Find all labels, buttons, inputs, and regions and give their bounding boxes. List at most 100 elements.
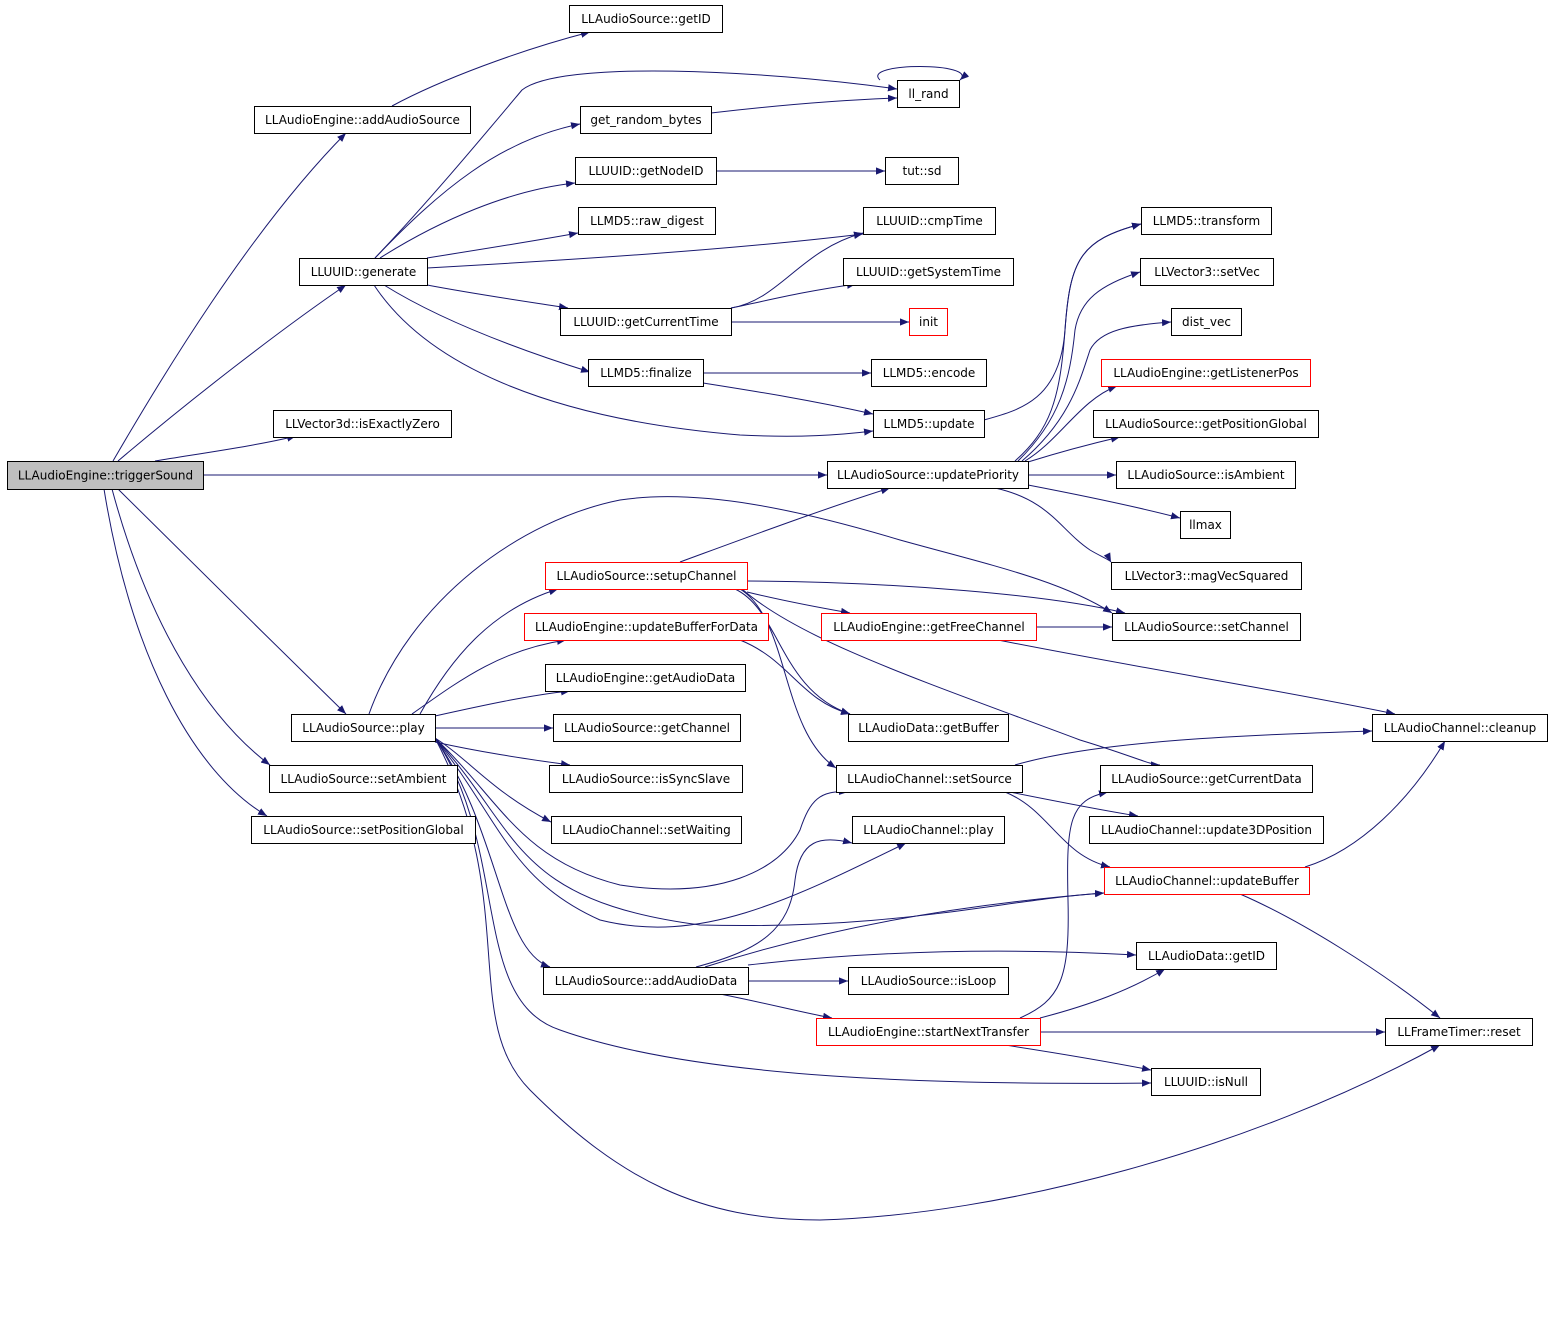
node-getFreeChannel[interactable]: LLAudioEngine::getFreeChannel [821,613,1037,641]
node-label: LLMD5::transform [1153,214,1261,228]
node-getChannel[interactable]: LLAudioSource::getChannel [553,714,741,742]
node-updatePriority[interactable]: LLAudioSource::updatePriority [827,461,1029,489]
node-box [299,258,428,286]
edge-src_play-to-updateBuffer [434,737,1105,927]
edge-finalize-to-md5_update [702,382,874,416]
node-label: LLAudioSource::play [302,721,424,735]
node-box [1111,562,1302,590]
node-transform[interactable]: LLMD5::transform [1141,207,1272,235]
node-md5_update[interactable]: LLMD5::update [873,410,985,438]
node-box [1385,1018,1533,1046]
node-isNull[interactable]: LLUUID::isNull [1151,1068,1261,1096]
node-box [1141,207,1272,235]
edge-updateBuffer-to-frame_reset [1239,893,1441,1019]
node-generate[interactable]: LLUUID::generate [299,258,428,286]
edge-setupChannel-to-getFreeChannel [746,591,851,615]
node-getCurrentData[interactable]: LLAudioSource::getCurrentData [1100,765,1313,793]
node-getNodeID[interactable]: LLUUID::getNodeID [575,157,717,185]
node-label: LLAudioData::getBuffer [858,721,999,735]
node-getAudioData[interactable]: LLAudioEngine::getAudioData [545,664,746,692]
node-setAmbient[interactable]: LLAudioSource::setAmbient [269,765,458,793]
node-triggerSound[interactable]: LLAudioEngine::triggerSound [7,461,204,490]
node-setupChannel[interactable]: LLAudioSource::setupChannel [545,562,748,590]
edge-addAudioData-to-startNextTransfer [719,993,833,1020]
node-update3DPosition[interactable]: LLAudioChannel::update3DPosition [1089,816,1324,844]
node-getPositionGlobal[interactable]: LLAudioSource::getPositionGlobal [1093,410,1319,438]
node-setChannel[interactable]: LLAudioSource::setChannel [1112,613,1301,641]
node-box [580,106,712,134]
node-addAudioSource[interactable]: LLAudioEngine::addAudioSource [254,106,471,134]
edge-addAudioData-to-chan_play [695,837,853,968]
node-label: init [919,315,938,329]
node-box [852,816,1005,844]
node-setSource[interactable]: LLAudioChannel::setSource [836,765,1023,793]
node-startNextTransfer[interactable]: LLAudioEngine::startNextTransfer [816,1018,1041,1046]
node-getListenerPos[interactable]: LLAudioEngine::getListenerPos [1101,359,1311,387]
node-box [1100,765,1313,793]
node-frame_reset[interactable]: LLFrameTimer::reset [1385,1018,1533,1046]
node-addAudioData[interactable]: LLAudioSource::addAudioData [543,967,749,995]
node-setWaiting[interactable]: LLAudioChannel::setWaiting [551,816,742,844]
node-setVec[interactable]: LLVector3::setVec [1140,258,1274,286]
edge-triggerSound-to-isExactlyZero [154,434,297,462]
node-box [871,359,987,387]
node-get_random_bytes[interactable]: get_random_bytes [580,106,712,134]
node-setPositionGlobal[interactable]: LLAudioSource::setPositionGlobal [251,816,476,844]
edge-src_play-to-frame_reset [434,737,1441,1221]
edge-src_play-to-chan_play [434,737,907,928]
node-magVecSquared[interactable]: LLVector3::magVecSquared [1111,562,1302,590]
node-getSystemTime[interactable]: LLUUID::getSystemTime [843,258,1014,286]
edge-updatePriority-to-dist_vec [1021,319,1172,462]
node-isSyncSlave[interactable]: LLAudioSource::isSyncSlave [549,765,743,793]
edge-src_play-to-isNull [434,737,1152,1087]
edge-updatePriority-to-getPositionGlobal [1027,435,1121,463]
edge-startNextTransfer-to-data_getID [1039,968,1166,1019]
node-getCurrentTime[interactable]: LLUUID::getCurrentTime [560,308,732,336]
node-chan_play[interactable]: LLAudioChannel::play [852,816,1005,844]
edge-src_play-to-updateBufferForData [411,637,567,715]
node-box [836,765,1023,793]
node-src_getID[interactable]: LLAudioSource::getID [569,5,723,33]
edge-setupChannel-to-setSource [739,588,837,769]
node-isAmbient[interactable]: LLAudioSource::isAmbient [1116,461,1296,489]
node-raw_digest[interactable]: LLMD5::raw_digest [578,207,716,235]
node-label: LLAudioSource::addAudioData [555,974,737,988]
edge-setupChannel-to-setChannel [746,580,1126,615]
edge-addAudioData-to-data_getID [747,950,1137,966]
node-encode[interactable]: LLMD5::encode [871,359,987,387]
node-updateBuffer[interactable]: LLAudioChannel::updateBuffer [1104,867,1310,895]
node-box [1171,308,1242,336]
edge-generate-to-ll_rand [374,70,898,259]
node-label: LLMD5::raw_digest [590,214,704,228]
node-cleanup[interactable]: LLAudioChannel::cleanup [1372,714,1548,742]
node-data_getID[interactable]: LLAudioData::getID [1136,942,1277,970]
node-label: LLAudioSource::getCurrentData [1111,772,1301,786]
node-label: LLUUID::getNodeID [588,164,703,178]
node-cmpTime[interactable]: LLUUID::cmpTime [863,207,996,235]
node-box [821,613,1037,641]
node-dist_vec[interactable]: dist_vec [1171,308,1242,336]
node-finalize[interactable]: LLMD5::finalize [588,359,704,387]
edge-src_play-to-setSource [434,737,849,890]
node-box [1112,613,1301,641]
edge-setupChannel-to-getBuffer [734,588,851,715]
node-init[interactable]: init [909,308,948,336]
edge-layer [103,30,1446,1221]
node-llmax[interactable]: llmax [1180,511,1231,539]
node-ll_rand[interactable]: ll_rand [897,80,960,108]
node-box [254,106,471,134]
node-label: LLAudioSource::setupChannel [557,569,737,583]
node-isExactlyZero[interactable]: LLVector3d::isExactlyZero [273,410,452,438]
node-label: LLAudioSource::getID [581,12,711,26]
node-src_play[interactable]: LLAudioSource::play [291,714,436,742]
node-label: LLUUID::cmpTime [876,214,982,228]
node-tut_sd[interactable]: tut::sd [885,157,959,185]
node-box [1104,867,1310,895]
node-isLoop[interactable]: LLAudioSource::isLoop [848,967,1009,995]
node-label: LLAudioSource::setChannel [1124,620,1289,634]
node-getBuffer[interactable]: LLAudioData::getBuffer [848,714,1009,742]
edge-updatePriority-to-transform [1014,222,1142,462]
node-updateBufferForData[interactable]: LLAudioEngine::updateBufferForData [524,613,769,641]
node-label: LLAudioEngine::getAudioData [556,671,735,685]
node-label: LLAudioChannel::setSource [847,772,1012,786]
